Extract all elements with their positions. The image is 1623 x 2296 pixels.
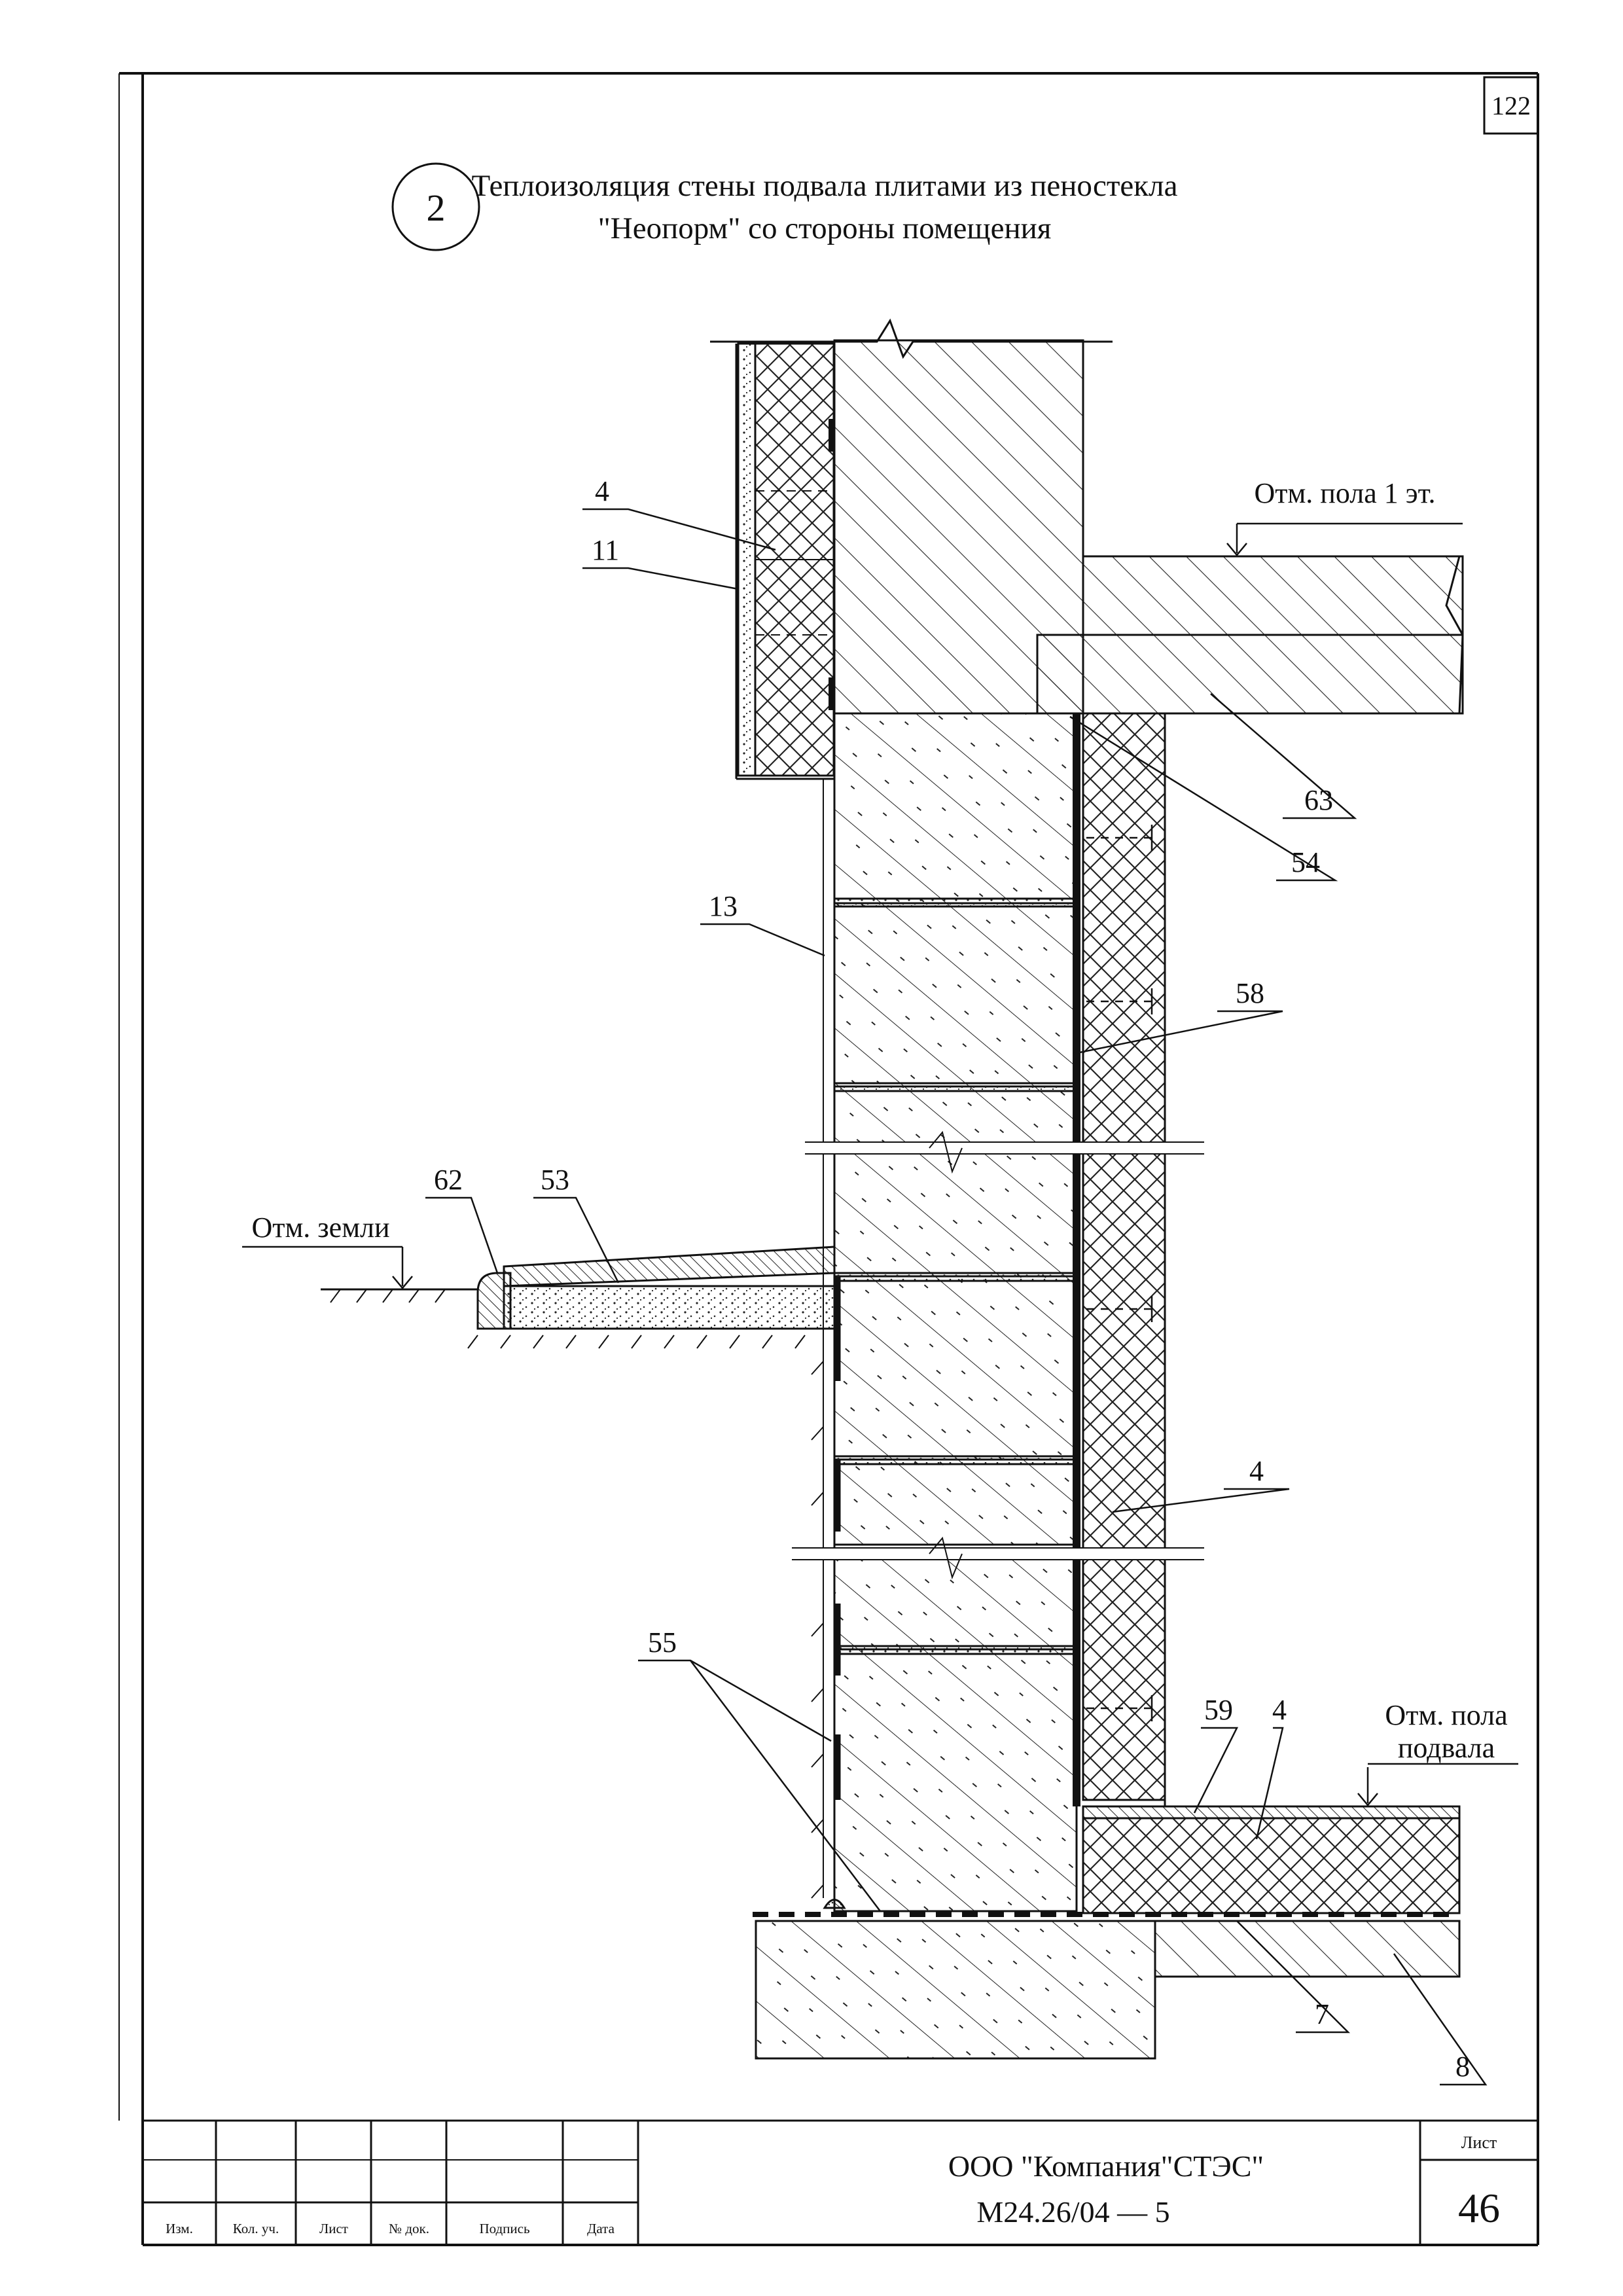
organization-name: ООО "Компания"СТЭС" xyxy=(948,2149,1264,2183)
floor-slab-8 xyxy=(1154,1920,1461,1978)
level-basement-label-2: подвала xyxy=(1398,1732,1495,1764)
basement-floor-finish-59 xyxy=(1082,1805,1461,1820)
callout-55: 55 xyxy=(648,1626,677,1659)
callout-11: 11 xyxy=(592,534,619,566)
col-signature: Подпись xyxy=(479,2221,529,2236)
level-basement-marker xyxy=(1357,1763,1518,1806)
col-kol-uch: Кол. уч. xyxy=(233,2221,279,2236)
detail-marker: 2 xyxy=(391,162,480,251)
wall-break-1 xyxy=(805,1130,1204,1174)
section-drawing xyxy=(242,318,1518,2086)
detail-title-line2: "Неопорм" со стороны помещения xyxy=(598,211,1052,245)
external-plaster xyxy=(737,342,757,777)
wall-break-2 xyxy=(792,1536,1204,1580)
callouts: 4 11 63 54 13 58 62 53 4 55 59 4 7 8 xyxy=(434,475,1470,2083)
foundation-8 xyxy=(755,1920,1156,2060)
callout-54: 54 xyxy=(1291,846,1320,878)
basement-floor-insulation-4 xyxy=(1082,1817,1461,1914)
internal-insulation xyxy=(1082,712,1166,1801)
level-floor-1-marker xyxy=(1226,522,1463,556)
callout-8: 8 xyxy=(1455,2051,1470,2083)
leader-lines xyxy=(425,508,1488,2086)
detail-number: 2 xyxy=(427,187,446,229)
callout-13: 13 xyxy=(709,890,738,922)
blind-area-53 xyxy=(503,1246,836,1287)
curb-62 xyxy=(476,1272,512,1330)
col-date: Дата xyxy=(587,2221,615,2236)
top-break-line xyxy=(710,318,1113,359)
page-number-box: 122 xyxy=(1483,76,1539,135)
col-doc-no: № док. xyxy=(389,2221,429,2236)
anchors xyxy=(1086,825,1158,1721)
level-basement-label-1: Отм. пола xyxy=(1385,1699,1507,1731)
callout-58: 58 xyxy=(1236,977,1264,1009)
callout-4-mid: 4 xyxy=(1249,1455,1264,1487)
page-number: 122 xyxy=(1491,91,1531,120)
blind-area-base xyxy=(503,1285,836,1330)
title-block-headers: Изм. Кол. уч. Лист № док. Подпись Дата xyxy=(166,2221,615,2236)
document-code: М24.26/04 — 5 xyxy=(976,2195,1169,2229)
level-floor-1-label: Отм. пола 1 эт. xyxy=(1254,477,1435,509)
sheet-label: Лист xyxy=(1461,2133,1497,2152)
col-izm: Изм. xyxy=(166,2221,193,2236)
sheet-frame xyxy=(118,72,1539,2246)
detail-title-line1: Теплоизоляция стены подвала плитами из п… xyxy=(472,169,1178,203)
title-block xyxy=(143,2119,1538,2245)
callout-53: 53 xyxy=(541,1164,569,1196)
level-ground-marker xyxy=(242,1246,413,1289)
callout-4-top: 4 xyxy=(595,475,609,507)
floor-slab-finish xyxy=(1082,555,1464,636)
callout-7: 7 xyxy=(1315,1998,1329,2030)
sheet-number: 46 xyxy=(1458,2185,1500,2231)
level-ground-label: Отм. земли xyxy=(251,1211,389,1244)
ground-hatch xyxy=(330,1289,824,1899)
col-list: Лист xyxy=(319,2221,348,2236)
basement-block-wall xyxy=(833,712,1078,1912)
callout-59: 59 xyxy=(1204,1694,1233,1726)
callout-63: 63 xyxy=(1304,784,1333,816)
floor-slab-63 xyxy=(1036,634,1464,715)
callout-62: 62 xyxy=(434,1164,463,1196)
callout-4-floor: 4 xyxy=(1272,1694,1287,1726)
